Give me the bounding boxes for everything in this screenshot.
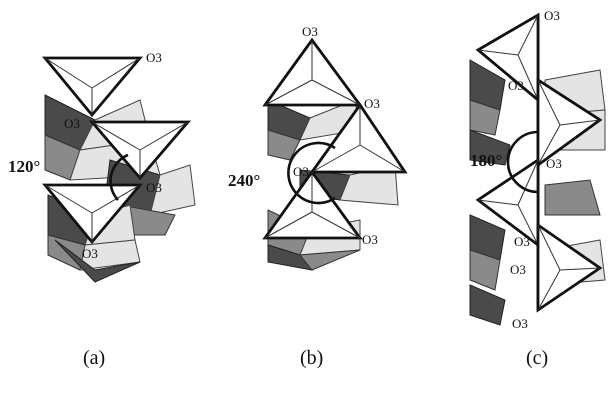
panel-a-label-o3-2: O3 <box>64 116 80 131</box>
panel-a: O3 O3 O3 O3 120° (a) <box>8 50 196 369</box>
panel-b-label-o3-3: O3 <box>293 164 309 179</box>
panel-c-angle-arc <box>506 130 539 194</box>
panel-a-label-o3-4: O3 <box>82 246 98 261</box>
panel-b-caption: (b) <box>300 347 323 369</box>
panel-b-label-o3-1: O3 <box>302 24 318 39</box>
panel-b-octahedra <box>267 99 399 271</box>
panel-c-label-o3-3: O3 <box>546 156 562 171</box>
panel-b-angle-arc <box>287 141 336 205</box>
panel-c: O3 O3 O3 O3 O3 O3 180° (c) <box>469 8 606 369</box>
panel-b-angle-label: 240° <box>228 171 260 190</box>
panel-c-caption: (c) <box>526 347 548 369</box>
panel-a-label-o3-1: O3 <box>146 50 162 65</box>
panel-c-label-o3-6: O3 <box>512 316 528 331</box>
panel-c-label-o3-1: O3 <box>544 8 560 23</box>
panel-c-label-o3-4: O3 <box>514 234 530 249</box>
panel-c-label-o3-5: O3 <box>510 262 526 277</box>
panel-c-tetrahedra <box>475 12 603 313</box>
panel-a-angle-label: 120° <box>8 157 40 176</box>
panel-a-label-o3-3: O3 <box>146 180 162 195</box>
panel-c-label-o3-2: O3 <box>508 78 524 93</box>
panel-b-label-o3-4: O3 <box>362 232 378 247</box>
panel-b-tetrahedra <box>262 37 408 240</box>
panel-a-caption: (a) <box>83 347 105 369</box>
panel-c-angle-label: 180° <box>470 151 502 170</box>
panel-b-label-o3-2: O3 <box>364 96 380 111</box>
panel-b: O3 O3 O3 O3 240° (b) <box>228 24 408 369</box>
panel-a-angle-arc <box>109 153 129 201</box>
